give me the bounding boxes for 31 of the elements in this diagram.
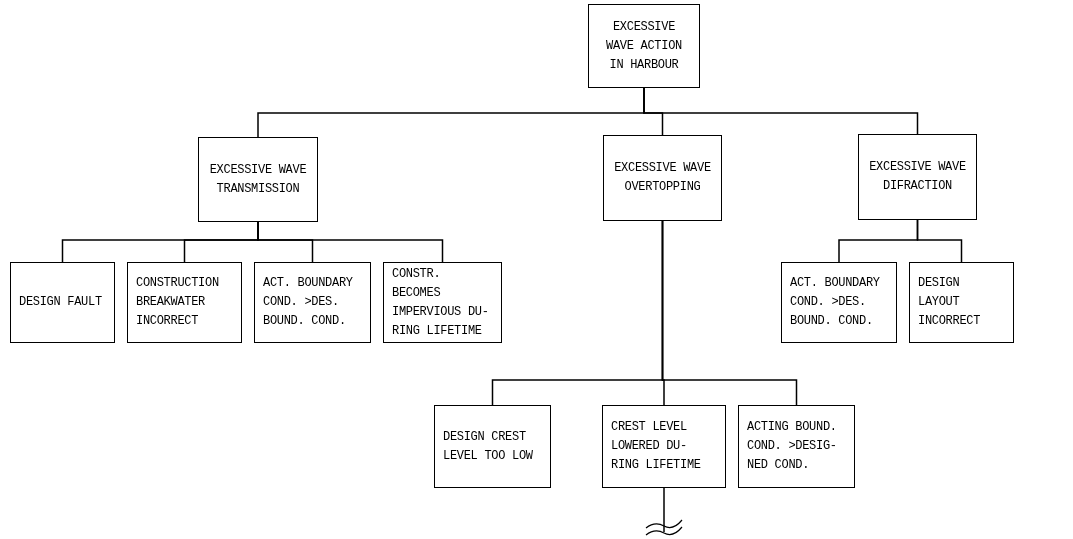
- fault-box: [127, 262, 242, 343]
- fault-box: [602, 405, 726, 488]
- box-text: DESIGN CREST LEVEL TOO LOW: [443, 428, 534, 465]
- fault-box: [198, 137, 318, 222]
- box-text: EXCESSIVE WAVE DIFRACTION: [868, 159, 967, 195]
- fault-box: [909, 262, 1014, 343]
- fault-box: [383, 262, 502, 343]
- connector-line: [916, 219, 963, 263]
- box-text: EXCESSIVE WAVE OVERTOPPING: [613, 160, 712, 196]
- box-text: DESIGN FAULT: [19, 294, 102, 311]
- box-text: CONSTR. BECOMES IMPERVIOUS DU- RING LIFETIME: [392, 265, 490, 340]
- fault-box: [10, 262, 115, 343]
- box-text: ACT. BOUNDARY COND. >DES. BOUND. COND.: [790, 275, 881, 330]
- connector-line: [661, 220, 798, 406]
- box-text: CREST LEVEL LOWERED DU- RING LIFETIME: [611, 419, 702, 474]
- fault-box: [858, 134, 977, 220]
- box-text: DESIGN LAYOUT INCORRECT: [918, 275, 982, 330]
- box-text: ACT. BOUNDARY COND. >DES. BOUND. COND.: [263, 275, 354, 330]
- connector-line: [643, 87, 919, 135]
- box-text: EXCESSIVE WAVE ACTION IN HARBOUR: [605, 18, 683, 74]
- fault-box: [603, 135, 722, 221]
- fault-box: [588, 4, 700, 88]
- box-text: EXCESSIVE WAVE TRANSMISSION: [208, 161, 308, 198]
- fault-box: [434, 405, 551, 488]
- fault-box: [781, 262, 897, 343]
- connector-line: [663, 487, 665, 533]
- fault-box: [738, 405, 855, 488]
- connector-line: [257, 221, 444, 263]
- box-text: ACTING BOUND. COND. >DESIG- NED COND.: [747, 419, 838, 474]
- box-text: CONSTRUCTION BREAKWATER INCORRECT: [136, 275, 220, 330]
- fault-box: [254, 262, 371, 343]
